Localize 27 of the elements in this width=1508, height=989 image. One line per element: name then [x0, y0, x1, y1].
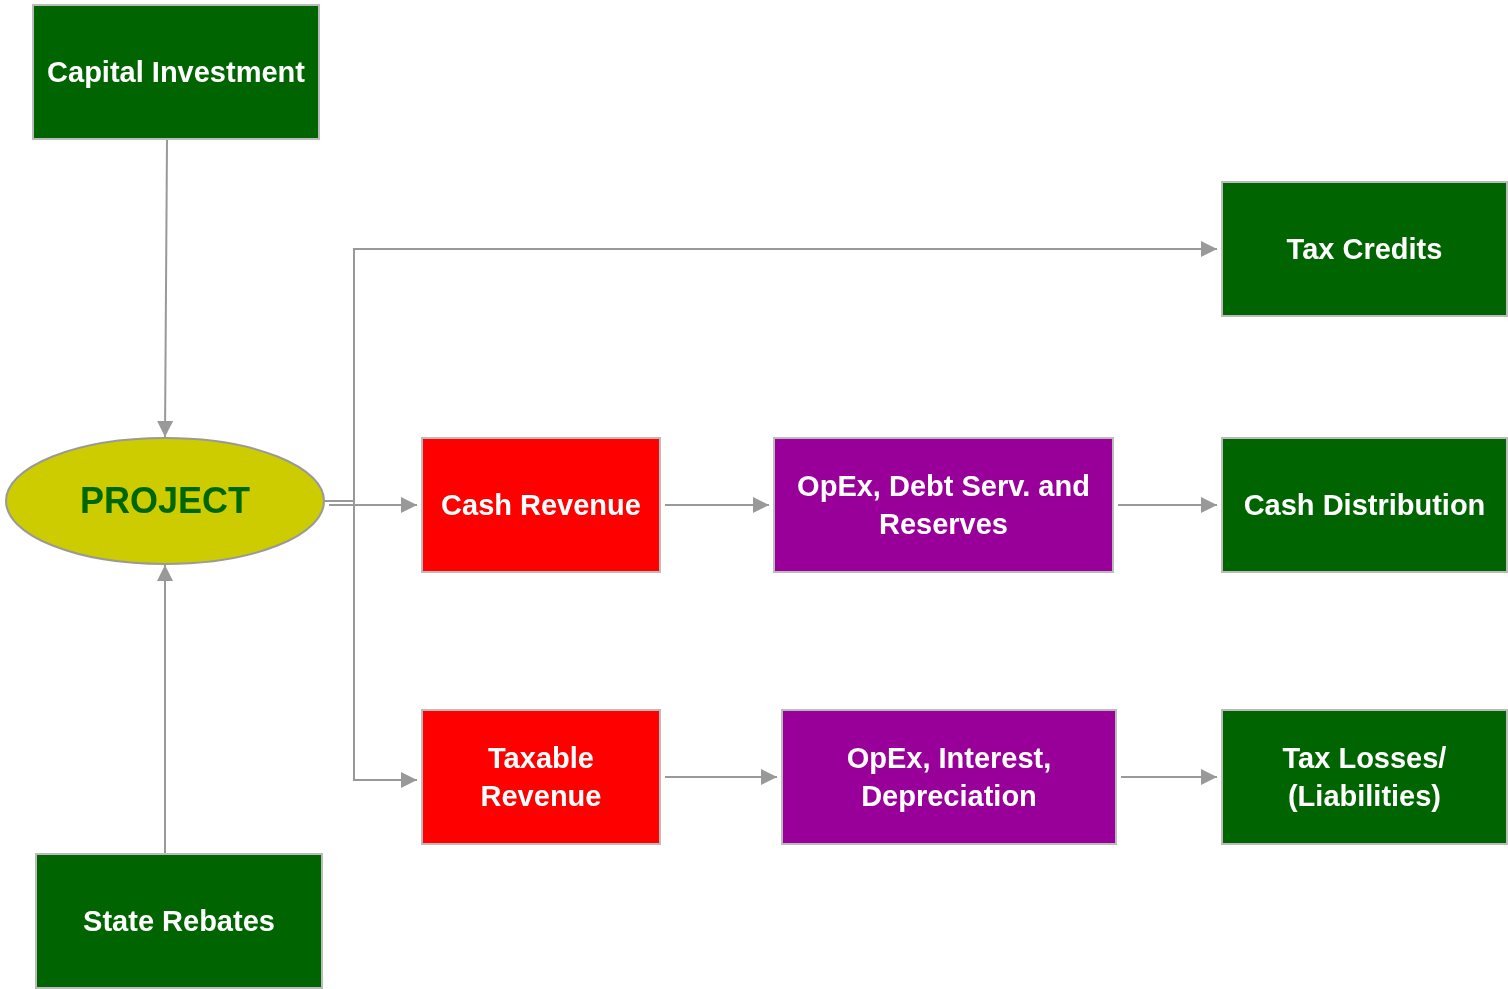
process-box: [1221, 709, 1508, 845]
node-label: Capital Investment: [46, 55, 306, 90]
process-box: [35, 853, 323, 989]
arrow: [157, 139, 174, 438]
node-label: OpEx, Debt Serv. and Reserves: [796, 469, 1091, 542]
node-label: PROJECT: [78, 482, 251, 520]
process-box: [32, 4, 320, 140]
arrow: [664, 497, 770, 513]
arrow: [1120, 769, 1218, 785]
node-label: Taxable Revenue: [479, 741, 603, 814]
arrow: [157, 564, 173, 854]
arrow: [328, 497, 418, 513]
arrow: [1117, 497, 1218, 513]
node-label: Cash Revenue: [440, 488, 642, 523]
process-box: [1221, 181, 1508, 317]
process-box: [781, 709, 1117, 845]
process-box: [1221, 437, 1508, 573]
project-ellipse: [5, 437, 325, 565]
node-label: OpEx, Interest, Depreciation: [845, 741, 1053, 814]
arrow: [664, 769, 778, 785]
node-label: Tax Credits: [1285, 232, 1444, 267]
node-label: State Rebates: [82, 904, 276, 939]
process-box: [773, 437, 1114, 573]
process-box: [421, 437, 661, 573]
process-box: [421, 709, 661, 845]
node-label: Tax Losses/ (Liabilities): [1281, 741, 1448, 814]
node-label: Cash Distribution: [1242, 488, 1487, 523]
